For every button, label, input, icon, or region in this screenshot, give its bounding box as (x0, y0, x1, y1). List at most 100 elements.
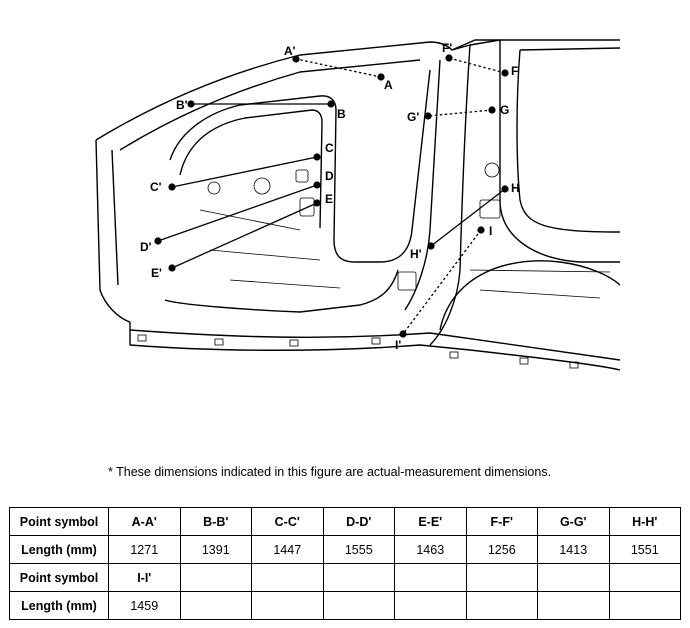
measurement-points (154, 54, 509, 338)
point-label: H (511, 181, 520, 195)
measure-point (399, 330, 407, 338)
length-cell: 1459 (108, 591, 181, 620)
measure-line (430, 188, 506, 247)
body-hole (295, 169, 309, 183)
row-header-point-symbol: Point symbol (9, 507, 109, 536)
length-cell: 1551 (608, 535, 681, 564)
point-symbol-cell (608, 563, 681, 592)
floor-ribs (199, 209, 341, 289)
measure-point (313, 199, 321, 207)
table-row: Length (mm) 1459 (9, 591, 681, 620)
point-label: B (337, 107, 346, 121)
length-cell (465, 591, 538, 620)
point-symbol-cell (394, 563, 467, 592)
measurement-labels: AA'BB'CC'DD'EE'FF'GG'HH'II' (140, 41, 520, 352)
point-symbol-cell: G-G' (537, 507, 610, 536)
point-label: C' (150, 180, 162, 194)
rear-door-opening (469, 39, 620, 263)
measure-point (445, 54, 453, 62)
measure-point (313, 181, 321, 189)
roof-rail-outline (95, 39, 620, 141)
b-pillar (429, 44, 471, 346)
length-cell: 1256 (465, 535, 538, 564)
point-symbol-cell: I-I' (108, 563, 181, 592)
rear-wheel-arch (439, 260, 621, 331)
body-hole (484, 162, 500, 178)
point-symbol-cell: C-C' (251, 507, 324, 536)
point-symbol-cell: H-H' (608, 507, 681, 536)
point-label: I' (395, 338, 401, 352)
table-row: Point symbol I-I' (9, 563, 681, 592)
body-hole (207, 181, 221, 195)
measure-point (427, 242, 435, 250)
rear-window-opening (516, 47, 621, 233)
table-row: Length (mm) 1271 1391 1447 1555 1463 125… (9, 535, 681, 564)
sill-slot (569, 361, 579, 369)
sill-slot (289, 339, 299, 347)
sill-slot (449, 351, 459, 359)
point-label: E' (151, 266, 162, 280)
body-outline (95, 39, 621, 371)
front-sill (164, 269, 399, 313)
body-hole (479, 199, 501, 219)
measure-line (171, 202, 318, 269)
car-body-side-illustration: AA'BB'CC'DD'EE'FF'GG'HH'II' (95, 39, 621, 371)
sill-slot (137, 334, 147, 342)
measure-point (327, 100, 335, 108)
measure-line (295, 58, 382, 78)
measure-point (477, 226, 485, 234)
front-door-opening (169, 69, 431, 263)
point-symbol-cell: A-A' (108, 507, 181, 536)
point-label: D (325, 169, 334, 183)
point-symbol-cell: D-D' (322, 507, 395, 536)
length-cell: 1413 (537, 535, 610, 564)
sill-slot (371, 337, 381, 345)
detail-features (137, 162, 611, 369)
point-symbol-cell (322, 563, 395, 592)
sill-slot (214, 338, 224, 346)
measure-point (187, 100, 195, 108)
point-label: F (511, 64, 518, 78)
measure-point (424, 112, 432, 120)
length-cell: 1447 (251, 535, 324, 564)
measure-point (377, 73, 385, 81)
measure-point (292, 55, 300, 63)
point-label: C (325, 141, 334, 155)
measure-point (168, 183, 176, 191)
measure-point (501, 185, 509, 193)
rocker-panel-lower (129, 329, 621, 361)
length-cell: 1555 (322, 535, 395, 564)
point-label: E (325, 192, 333, 206)
length-cell (608, 591, 681, 620)
rear-floor-ribs (469, 269, 611, 299)
sill-slot (519, 357, 529, 365)
body-hole (397, 271, 417, 291)
point-label: D' (140, 240, 152, 254)
measure-point (168, 264, 176, 272)
point-label: A' (284, 44, 296, 58)
front-door-opening-inner (179, 109, 323, 229)
measure-line (427, 109, 493, 117)
measure-line (448, 57, 506, 74)
measure-line (171, 156, 318, 188)
measure-point (501, 69, 509, 77)
roof-rail-inner (119, 59, 421, 151)
body-hole (253, 177, 271, 195)
point-label: G' (407, 110, 419, 124)
point-symbol-cell (537, 563, 610, 592)
point-symbol-cell (179, 563, 252, 592)
point-label: I (489, 224, 492, 238)
point-label: F' (442, 41, 452, 55)
row-header-length: Length (mm) (9, 535, 109, 564)
rocker-panel (129, 322, 621, 371)
measure-point (488, 106, 496, 114)
measure-line (402, 229, 482, 335)
b-pillar-inner (404, 59, 441, 311)
dimension-table: Point symbol A-A' B-B' C-C' D-D' E-E' F-… (9, 507, 681, 620)
length-cell: 1271 (108, 535, 181, 564)
length-cell (537, 591, 610, 620)
length-cell (394, 591, 467, 620)
point-symbol-cell: E-E' (394, 507, 467, 536)
measure-point (154, 237, 162, 245)
